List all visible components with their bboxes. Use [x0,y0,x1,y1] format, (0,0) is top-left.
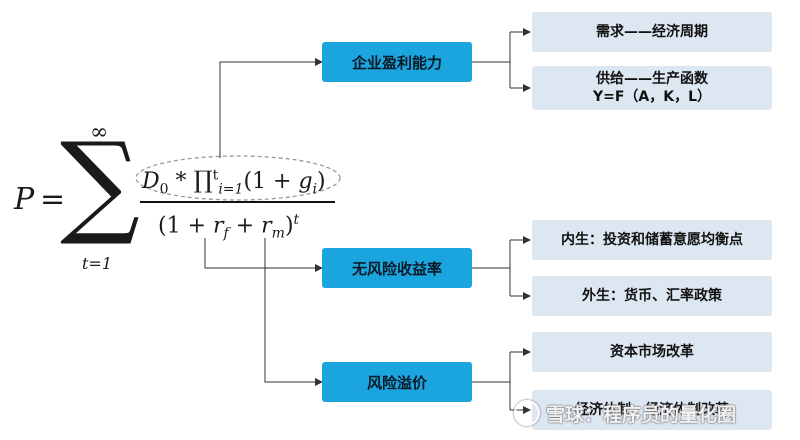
sum-symbol: ∑ [60,119,140,249]
formula-numerator: D0 * ∏ti=1(1 + gi) [142,166,326,198]
snowball-logo-icon [514,400,540,426]
leaf-supply-function: 供给——生产函数 Y=F（A，K，L） [532,66,772,110]
leaf-economic-system-reform: 经济体制、经济体制改革 [532,390,772,430]
leaf-exogenous: 外生：货币、汇率政策 [532,276,772,316]
leaf-endogenous: 内生：投资和储蓄意愿均衡点 [532,220,772,260]
leaf-demand-cycle: 需求——经济周期 [532,12,772,52]
formula-denominator: (1 + rf + rm)t [158,212,300,242]
fraction-bar [140,201,335,203]
node-risk-free-rate: 无风险收益率 [322,248,472,288]
sum-lower-limit: t=1 [82,254,113,273]
formula-equals: = [40,182,66,217]
valuation-formula: P = ∑ ∞ t=1 D0 * ∏ti=1(1 + gi) (1 + rf +… [0,0,345,290]
numerator-highlight-ellipse [135,155,341,201]
watermark: 雪球：程序员的量化圈 [514,396,794,430]
leaf-capital-market-reform: 资本市场改革 [532,332,772,372]
node-risk-premium: 风险溢价 [322,362,472,402]
sum-upper-limit: ∞ [90,120,109,145]
formula-lhs: P [14,182,35,217]
node-profitability: 企业盈利能力 [322,42,472,82]
